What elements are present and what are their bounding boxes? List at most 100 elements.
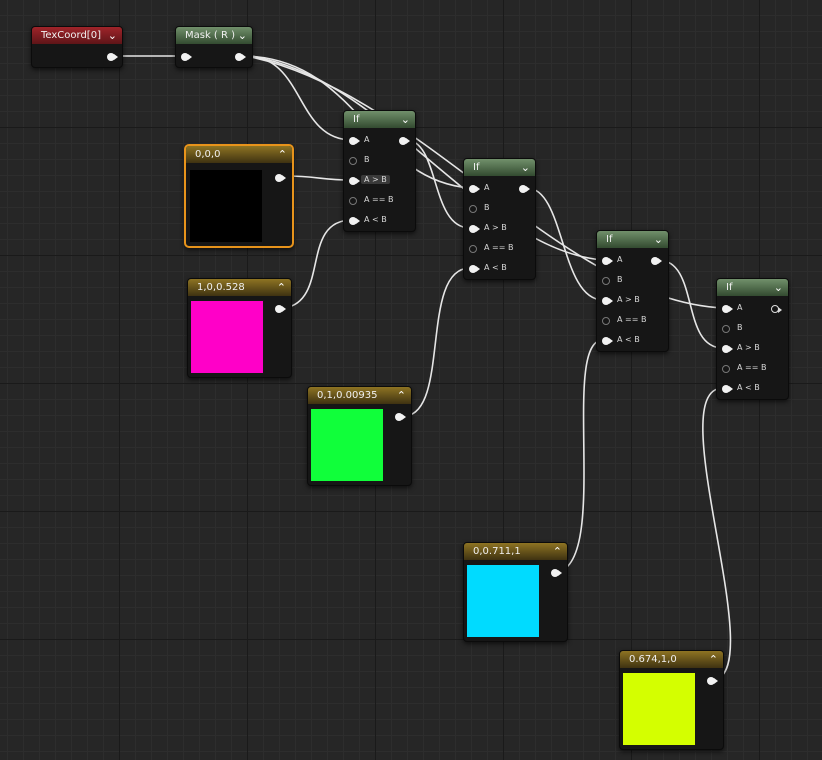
node-header[interactable]: If ⌄ <box>717 279 788 296</box>
output-pin[interactable] <box>771 305 782 313</box>
output-pin[interactable] <box>519 185 530 193</box>
input-pin-a-equals-b[interactable] <box>469 245 477 253</box>
pin-label: A <box>617 255 623 264</box>
chevron-up-icon[interactable]: ⌃ <box>277 148 287 161</box>
pin-label: A <box>737 303 743 312</box>
color-swatch <box>191 301 263 373</box>
output-pin[interactable] <box>275 174 286 182</box>
node-header[interactable]: 0.674,1,0 ⌃ <box>620 651 723 668</box>
input-pin-b[interactable] <box>469 205 477 213</box>
input-pin-b[interactable] <box>722 325 730 333</box>
input-pin-a[interactable] <box>602 257 613 265</box>
node-header[interactable]: If ⌄ <box>464 159 535 176</box>
pin-label: A == B <box>484 243 514 252</box>
chevron-down-icon[interactable]: ⌄ <box>520 161 530 174</box>
constant-color-node[interactable]: 0,0.711,1 ⌃ <box>463 542 568 642</box>
color-swatch <box>467 565 539 637</box>
node-title: If <box>353 114 360 125</box>
wire <box>405 267 471 417</box>
pin-label: A == B <box>617 315 647 324</box>
chevron-down-icon[interactable]: ⌄ <box>653 233 663 246</box>
node-header[interactable]: 0,0,0 ⌃ <box>186 146 292 163</box>
chevron-up-icon[interactable]: ⌃ <box>276 281 286 294</box>
input-pin-a-less-b[interactable] <box>349 217 360 225</box>
wire <box>526 187 604 301</box>
input-pin-a-equals-b[interactable] <box>602 317 610 325</box>
node-header[interactable]: 0,0.711,1 ⌃ <box>464 543 567 560</box>
output-pin[interactable] <box>399 137 410 145</box>
input-pin-a-greater-b[interactable] <box>349 177 360 185</box>
input-pin-a[interactable] <box>349 137 360 145</box>
constant-color-node[interactable]: 1,0,0.528 ⌃ <box>187 278 292 378</box>
node-title: 0.674,1,0 <box>629 654 677 665</box>
pin-label: B <box>484 203 490 212</box>
node-title: If <box>606 234 613 245</box>
input-pin-a-greater-b[interactable] <box>602 297 613 305</box>
color-swatch <box>311 409 383 481</box>
node-header[interactable]: If ⌄ <box>344 111 415 128</box>
pin-label: A > B <box>484 223 507 232</box>
output-pin[interactable] <box>235 53 246 61</box>
wire <box>245 55 604 261</box>
input-pin-a[interactable] <box>722 305 733 313</box>
color-swatch <box>190 170 262 242</box>
constant-color-node[interactable]: 0,0,0 ⌃ <box>184 144 294 248</box>
output-pin[interactable] <box>275 305 286 313</box>
pin-label: B <box>737 323 743 332</box>
pin-label: B <box>364 155 370 164</box>
pin-label: A < B <box>364 215 387 224</box>
output-pin[interactable] <box>107 53 118 61</box>
node-title: If <box>726 282 733 293</box>
chevron-up-icon[interactable]: ⌃ <box>552 545 562 558</box>
chevron-down-icon[interactable]: ⌄ <box>400 113 410 126</box>
constant-color-node[interactable]: 0,1,0.00935 ⌃ <box>307 386 412 486</box>
chevron-down-icon[interactable]: ⌄ <box>237 29 247 42</box>
input-pin-b[interactable] <box>602 277 610 285</box>
mask-node[interactable]: Mask ( R ) ⌄ <box>175 26 253 68</box>
output-pin[interactable] <box>707 677 718 685</box>
input-pin-b[interactable] <box>349 157 357 165</box>
color-swatch <box>623 673 695 745</box>
pin-label: A > B <box>737 343 760 352</box>
constant-color-node[interactable]: 0.674,1,0 ⌃ <box>619 650 724 750</box>
if-node[interactable]: If ⌄ A B A > B A == B A < B <box>463 158 536 280</box>
node-header[interactable]: Mask ( R ) ⌄ <box>176 27 252 44</box>
input-pin-a[interactable] <box>469 185 480 193</box>
output-pin[interactable] <box>651 257 662 265</box>
pin-label: A == B <box>737 363 767 372</box>
if-node[interactable]: If ⌄ A B A > B A == B A < B <box>343 110 416 232</box>
output-pin[interactable] <box>395 413 406 421</box>
pin-label: A < B <box>484 263 507 272</box>
node-header[interactable]: If ⌄ <box>597 231 668 248</box>
node-header[interactable]: 0,1,0.00935 ⌃ <box>308 387 411 404</box>
input-pin-a-equals-b[interactable] <box>722 365 730 373</box>
if-node[interactable]: If ⌄ A B A > B A == B A < B <box>596 230 669 352</box>
input-pin[interactable] <box>181 53 192 61</box>
node-header[interactable]: 1,0,0.528 ⌃ <box>188 279 291 296</box>
chevron-up-icon[interactable]: ⌃ <box>396 389 406 402</box>
pin-label: A > B <box>617 295 640 304</box>
texcoord-node[interactable]: TexCoord[0] ⌄ <box>31 26 123 68</box>
node-title: 1,0,0.528 <box>197 282 245 293</box>
chevron-up-icon[interactable]: ⌃ <box>708 653 718 666</box>
wire <box>284 219 353 309</box>
pin-label: B <box>617 275 623 284</box>
input-pin-a-greater-b[interactable] <box>722 345 733 353</box>
input-pin-a-less-b[interactable] <box>722 385 733 393</box>
node-header[interactable]: TexCoord[0] ⌄ <box>32 27 122 44</box>
input-pin-a-less-b[interactable] <box>469 265 480 273</box>
wire <box>245 55 353 141</box>
node-title: Mask ( R ) <box>185 30 236 41</box>
wire <box>702 387 732 681</box>
if-node[interactable]: If ⌄ A B A > B A == B A < B <box>716 278 789 400</box>
output-pin[interactable] <box>551 569 562 577</box>
node-title: If <box>473 162 480 173</box>
input-pin-a-greater-b[interactable] <box>469 225 480 233</box>
wire <box>557 339 604 573</box>
input-pin-a-less-b[interactable] <box>602 337 613 345</box>
chevron-down-icon[interactable]: ⌄ <box>107 29 117 42</box>
chevron-down-icon[interactable]: ⌄ <box>773 281 783 294</box>
node-title: 0,0,0 <box>195 149 221 160</box>
input-pin-a-equals-b[interactable] <box>349 197 357 205</box>
pin-label: A == B <box>364 195 394 204</box>
